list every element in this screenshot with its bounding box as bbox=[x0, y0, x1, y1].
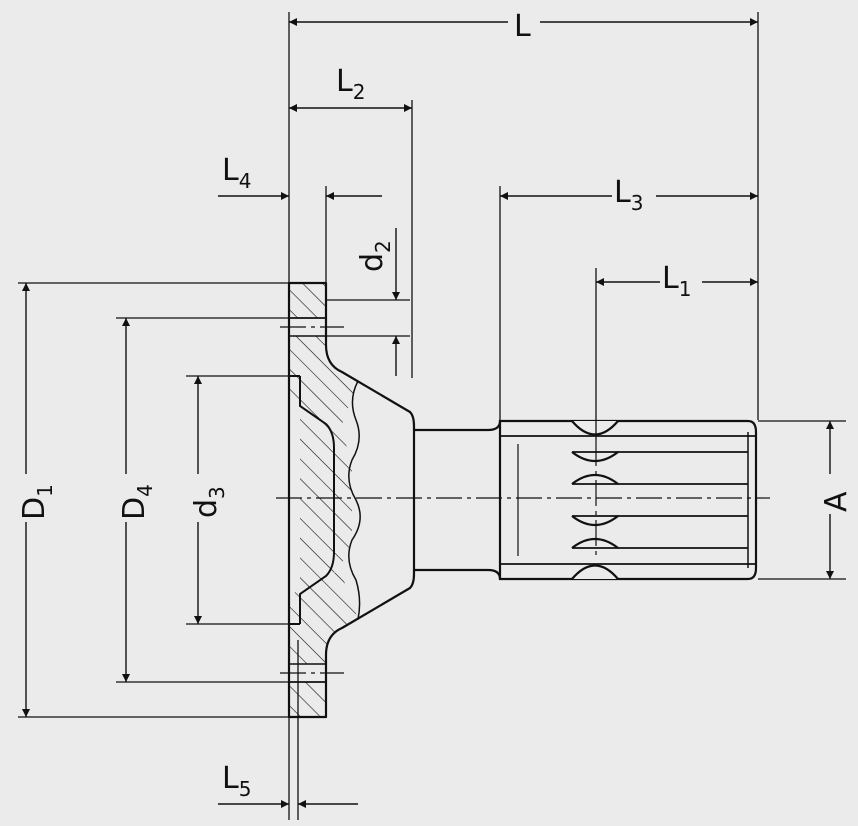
dimension-labels: L L2 L4 L3 L1 L5 d2 D1 D4 d3 A bbox=[17, 9, 854, 801]
label-masks bbox=[6, 6, 848, 522]
label-L4: L4 bbox=[222, 153, 251, 193]
label-d2: d2 bbox=[355, 240, 395, 272]
label-L5: L5 bbox=[222, 761, 251, 801]
center-lines bbox=[276, 326, 770, 674]
label-D1: D1 bbox=[17, 484, 57, 520]
bore-outline bbox=[289, 317, 361, 683]
label-d3: d3 bbox=[189, 486, 229, 518]
label-A: A bbox=[819, 491, 854, 512]
splined-shaft bbox=[498, 419, 758, 581]
extension-lines bbox=[18, 12, 846, 820]
label-L3: L3 bbox=[614, 175, 643, 215]
label-L2: L2 bbox=[336, 64, 365, 104]
label-L: L bbox=[514, 9, 531, 44]
label-D4: D4 bbox=[117, 484, 157, 520]
label-L1: L1 bbox=[662, 261, 691, 301]
